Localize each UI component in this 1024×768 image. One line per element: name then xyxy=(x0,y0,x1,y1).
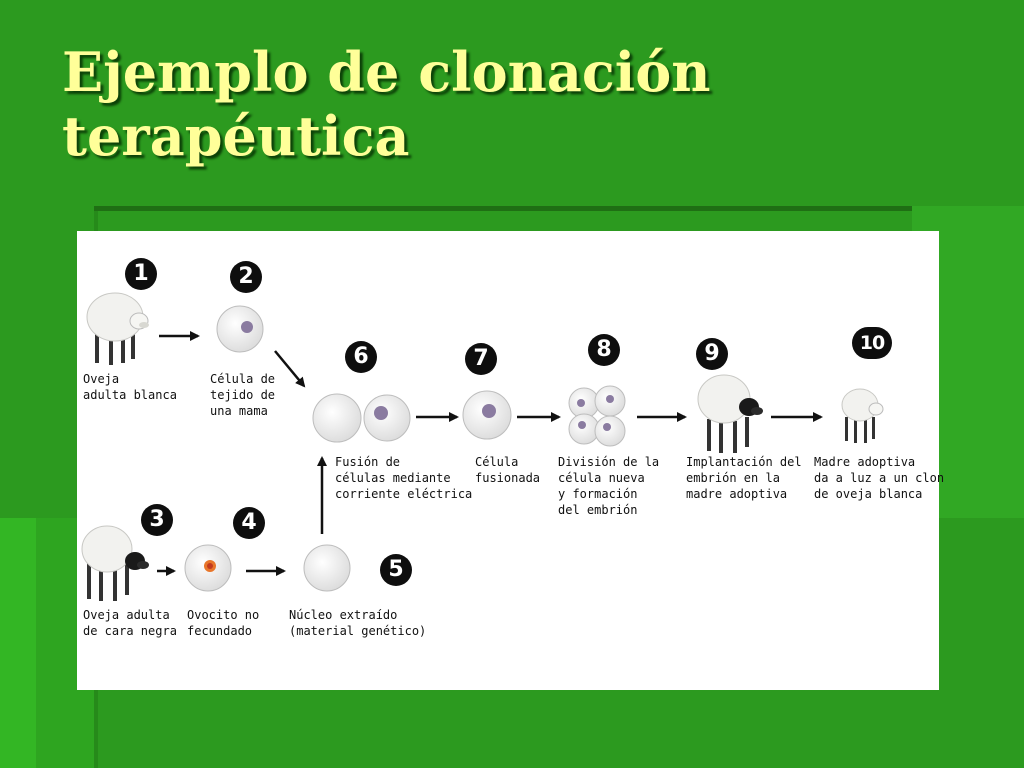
white-sheep-icon xyxy=(86,292,149,365)
step-caption: División de la célula nueva y formación … xyxy=(558,455,660,517)
decor-line xyxy=(94,206,914,211)
enucleated-egg-cell xyxy=(303,544,351,592)
step-number: 9 xyxy=(696,338,728,370)
step-caption: Oveja adulta blanca xyxy=(83,372,177,402)
clone-lamb-icon xyxy=(841,388,884,443)
embryo-cells xyxy=(568,385,626,447)
step-number: 3 xyxy=(141,504,173,536)
step-caption: Madre adoptiva da a luz a un clon de ove… xyxy=(814,455,945,501)
step-number: 5 xyxy=(380,554,412,586)
step-caption: Oveja adulta de cara negra xyxy=(83,608,177,638)
step-caption: Célula de tejido de una mama xyxy=(210,372,276,418)
step-number: 10 xyxy=(852,327,892,359)
cloning-diagram: 1 2 3 4 5 6 7 8 9 10 Oveja adulta blanca… xyxy=(77,231,944,690)
surrogate-sheep-icon xyxy=(697,374,763,453)
step-number: 8 xyxy=(588,334,620,366)
decor-bar xyxy=(0,518,36,768)
step-caption: Implantación del embrión en la madre ado… xyxy=(686,455,802,501)
step-caption: Núcleo extraído (material genético) xyxy=(289,608,427,638)
fusing-cells xyxy=(312,393,411,443)
black-faced-sheep-icon xyxy=(81,525,149,601)
slide-title: Ejemplo de clonación terapéutica xyxy=(62,40,962,168)
process-arrows xyxy=(157,331,823,576)
step-caption: Célula fusionada xyxy=(475,455,541,485)
arrow xyxy=(274,350,306,388)
title-line: terapéutica xyxy=(62,104,410,168)
step-caption: Fusión de células mediante corriente elé… xyxy=(335,455,473,501)
title-line: Ejemplo de clonación xyxy=(62,40,711,104)
tissue-cell xyxy=(216,305,264,353)
step-number: 7 xyxy=(465,343,497,375)
step-number: 2 xyxy=(230,261,262,293)
diagram-graphics xyxy=(81,292,884,601)
step-number: 1 xyxy=(125,258,157,290)
egg-cell xyxy=(184,544,232,592)
fused-cell xyxy=(462,390,512,440)
step-number: 4 xyxy=(233,507,265,539)
step-number: 6 xyxy=(345,341,377,373)
step-caption: Ovocito no fecundado xyxy=(187,608,260,638)
